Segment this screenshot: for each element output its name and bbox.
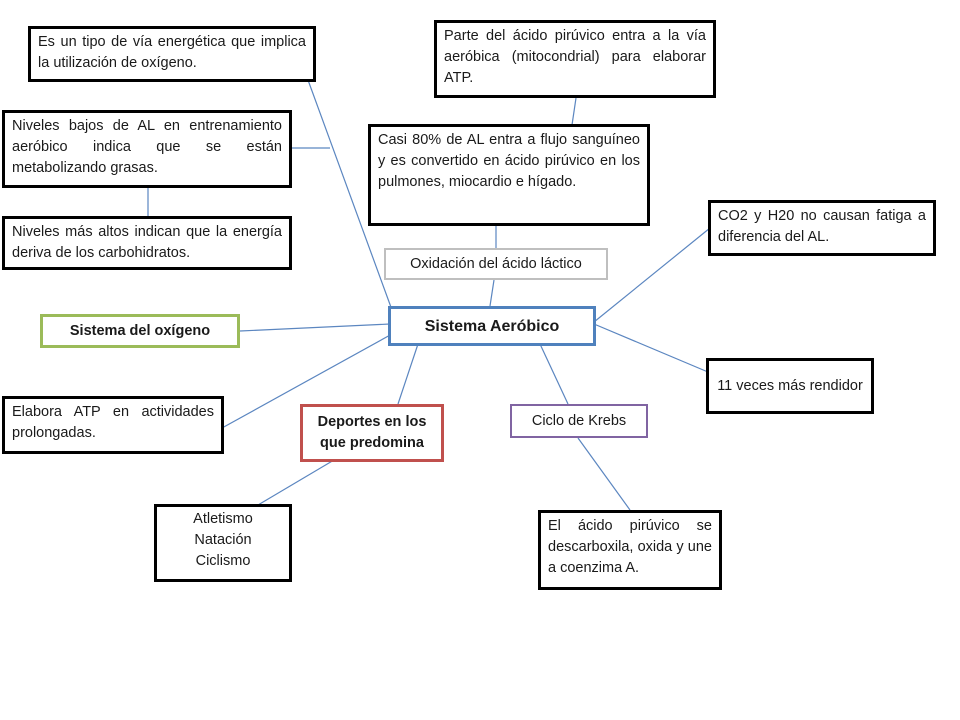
connector-center-oxygen-pathway: [307, 79, 393, 311]
sport-item: Ciclismo: [195, 553, 251, 569]
connector-center-co2: [593, 227, 711, 323]
connector-sports-list: [257, 459, 335, 506]
high-lactate-node: Niveles más altos indican que la energía…: [2, 216, 292, 270]
center-node: Sistema Aeróbico: [388, 306, 596, 346]
prolonged-atp-node: Elabora ATP en actividades prolongadas.: [2, 396, 224, 454]
connector-lactate80-pyruvic: [571, 97, 577, 126]
connector-center-sports: [397, 343, 419, 405]
lactate-80-node: Casi 80% de AL entra a flujo sanguíneo y…: [368, 124, 650, 226]
efficiency-node: 11 veces más rendidor: [706, 358, 874, 414]
lactic-oxidation-node: Oxidación del ácido láctico: [384, 248, 608, 280]
krebs-node: Ciclo de Krebs: [510, 404, 648, 438]
connector-center-oxygen-system: [239, 323, 391, 332]
sport-item: Natación: [194, 532, 252, 548]
sports-list-node: Atletismo Natación Ciclismo: [154, 504, 292, 582]
connector-center-efficiency: [593, 323, 709, 373]
connector-center-prolonged-atp: [221, 333, 393, 429]
connector-center-oxidation: [489, 279, 495, 307]
oxygen-system-node: Sistema del oxígeno: [40, 314, 240, 348]
connector-krebs-decarboxylation: [577, 437, 631, 511]
sport-item: Atletismo: [193, 511, 253, 527]
pyruvic-aerobic-node: Parte del ácido pirúvico entra a la vía …: [434, 20, 716, 98]
co2-h2o-node: CO2 y H20 no causan fatiga a diferencia …: [708, 200, 936, 256]
oxygen-pathway-node: Es un tipo de vía energética que implica…: [28, 26, 316, 82]
sports-heading-node: Deportes en los que predomina: [300, 404, 444, 462]
connector-center-krebs: [539, 343, 569, 405]
low-lactate-node: Niveles bajos de AL en entrenamiento aer…: [2, 110, 292, 188]
decarboxylation-node: El ácido pirúvico se descarboxila, oxida…: [538, 510, 722, 590]
